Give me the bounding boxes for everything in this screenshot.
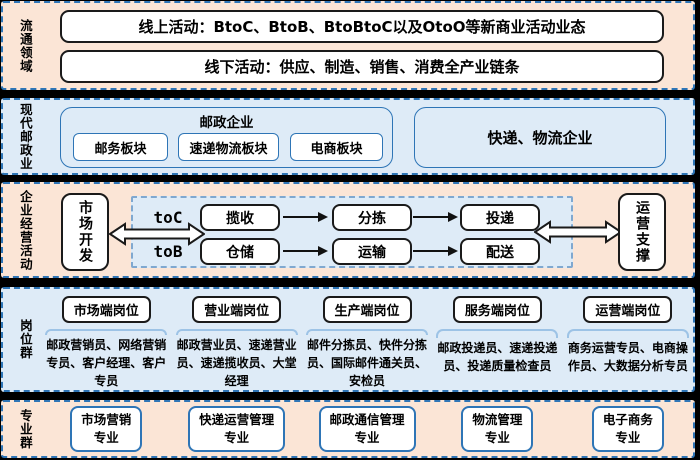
job-roles: 商务运营专员、电商操作员、大数据分析专员	[567, 341, 688, 373]
job-column-operations: 运营端岗位 商务运营专员、电商操作员、大数据分析专员	[563, 289, 693, 390]
row-job-groups: 岗位群 市场端岗位 邮政营销员、网络营销专员、客户经理、客户专员 营业端岗位 邮…	[1, 287, 695, 392]
chain-deliver-box: 投递	[460, 204, 540, 231]
row-business-activities: 企业经营活动 市场开发 toC toB 揽收 分拣 投递 仓储 运输 配送 运营…	[1, 182, 695, 278]
row-postal-label: 现代邮政业	[17, 102, 33, 171]
online-activity-box: 线上活动：BtoC、BtoB、BtoBtoC以及OtoO等新商业活动业态	[60, 10, 664, 43]
arrow-right-icon	[413, 246, 458, 256]
row-majors-label: 专业群	[17, 408, 33, 450]
job-header: 服务端岗位	[452, 296, 542, 323]
major-col: 邮政通信管理 专业	[302, 402, 432, 456]
job-header: 运营端岗位	[583, 296, 673, 323]
bracket-icon	[306, 329, 429, 335]
row-major-groups: 专业群 市场营销 专业 快递运营管理 专业 邮政通信管理 专业 物流管理 专业 …	[1, 400, 695, 458]
bracket-icon	[566, 329, 689, 338]
major-ecommerce-box: 电子商务 专业	[591, 405, 664, 453]
job-column-production: 生产端岗位 邮件分拣员、快件分拣员、国际邮件通关员、安检员	[302, 289, 432, 390]
row-postal-industry: 现代邮政业 邮政企业 邮务板块 速递物流板块 电商板块 快递、物流企业	[1, 98, 695, 175]
job-roles: 邮政营销员、网络营销专员、客户经理、客户专员	[46, 338, 167, 388]
postal-section-mail: 邮务板块	[73, 133, 168, 161]
job-column-sales: 营业端岗位 邮政营业员、速递营业员、速递揽收员、大堂经理	[171, 289, 301, 390]
chain-collect-box: 揽收	[200, 204, 280, 231]
arrow-right-icon	[283, 212, 328, 222]
major-logistics-box: 物流管理 专业	[461, 405, 534, 453]
job-header: 生产端岗位	[322, 296, 412, 323]
operations-support-box: 运营支撑	[618, 193, 666, 271]
double-arrow-icon	[534, 220, 622, 244]
postal-section-express-logistics: 速递物流板块	[178, 133, 279, 161]
toc-label: toC	[153, 208, 183, 227]
row-circulation-label: 流通领域	[17, 18, 33, 73]
row-business-label: 企业经营活动	[17, 189, 33, 271]
job-column-service: 服务端岗位 邮政投递员、速递投递员、投递质量检查员	[432, 289, 562, 390]
tob-label: toB	[153, 242, 183, 261]
chain-transport-box: 运输	[332, 238, 412, 265]
chain-sort-box: 分拣	[332, 204, 412, 231]
major-col: 物流管理 专业	[432, 402, 562, 456]
major-marketing-box: 市场营销 专业	[70, 405, 143, 453]
postal-section-ecommerce: 电商板块	[290, 133, 383, 161]
major-col: 市场营销 专业	[41, 402, 171, 456]
bracket-icon	[175, 329, 298, 335]
major-postal-comm-box: 邮政通信管理 专业	[318, 405, 416, 453]
arrow-right-icon	[283, 246, 328, 256]
job-header: 市场端岗位	[61, 296, 151, 323]
chain-distribute-box: 配送	[460, 238, 540, 265]
row-jobs-label: 岗位群	[17, 319, 33, 360]
job-roles: 邮政营业员、速递营业员、速递揽收员、大堂经理	[176, 338, 297, 388]
row-circulation: 流通领域 线上活动：BtoC、BtoB、BtoBtoC以及OtoO等新商业活动业…	[1, 1, 695, 90]
bracket-icon	[436, 329, 559, 338]
major-col: 快递运营管理 专业	[171, 402, 301, 456]
market-development-box: 市场开发	[61, 193, 109, 271]
job-column-market: 市场端岗位 邮政营销员、网络营销专员、客户经理、客户专员	[41, 289, 171, 390]
express-logistics-enterprise-box: 快递、物流企业	[414, 107, 666, 168]
job-roles: 邮政投递员、速递投递员、投递质量检查员	[437, 341, 558, 373]
arrow-right-icon	[413, 212, 458, 222]
job-header: 营业端岗位	[192, 296, 282, 323]
major-col: 电子商务 专业	[563, 402, 693, 456]
postal-enterprise-title: 邮政企业	[199, 115, 254, 131]
major-express-ops-box: 快递运营管理 专业	[188, 405, 286, 453]
postal-enterprise-group: 邮政企业 邮务板块 速递物流板块 电商板块	[60, 107, 393, 168]
chain-warehouse-box: 仓储	[200, 238, 280, 265]
bracket-icon	[45, 329, 168, 335]
offline-activity-box: 线下活动：供应、制造、销售、消费全产业链条	[60, 50, 664, 83]
job-roles: 邮件分拣员、快件分拣员、国际邮件通关员、安检员	[307, 338, 428, 388]
double-arrow-icon	[109, 222, 205, 246]
